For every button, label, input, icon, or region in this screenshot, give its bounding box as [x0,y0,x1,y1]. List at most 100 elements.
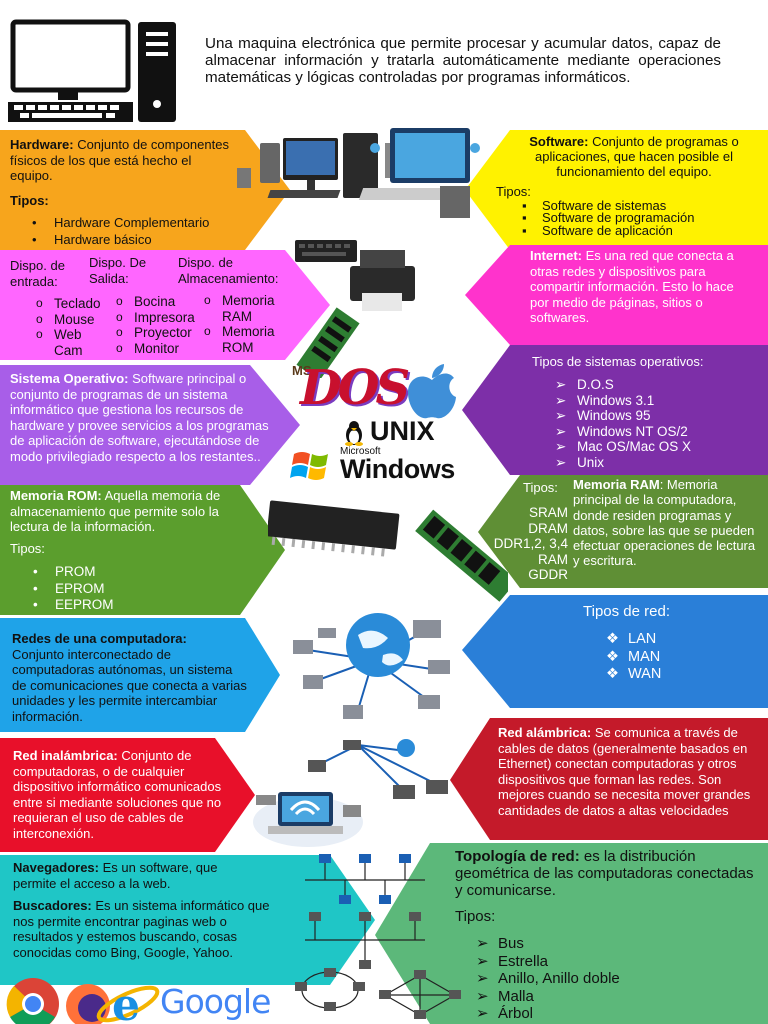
list-item: Memoria ROM [204,324,292,355]
list-item: EEPROM [33,597,175,614]
list-item: Software de aplicación [522,224,726,238]
list-item: DRAM [528,520,568,536]
list-item: Estrella [476,953,698,971]
list-item: Bocina [116,294,209,310]
hardware-tipos-list: Hardware Complementario Hardware básico [32,214,235,248]
rom-text: Aquella memoria de almacenamiento que pe… [10,488,221,534]
ram-shape [478,475,768,588]
tipos-red-list: LAN MAN WAN [606,631,728,684]
topologia-tipos-label: Tipos: [455,908,496,925]
memory-chips-image [268,500,508,602]
hardware-text: Conjunto de componentes físicos de los q… [10,137,229,183]
inalambrica-text: Conjunto de computadoras, o de cualquier… [13,748,222,841]
list-item: Monitor [116,341,209,357]
list-item: Anillo, Anillo doble [476,970,698,988]
list-item: Impresora [116,310,209,326]
list-item: Unix [555,455,747,471]
list-item: Mouse [36,312,104,328]
software-title: Software: [529,134,589,149]
list-item: EPROM [33,581,175,598]
tipos-red-title: Tipos de red: [583,603,670,620]
alambrica-shape [450,718,768,840]
topology-diagram-image [295,854,425,1011]
microsoft-logo: Microsoft [340,446,381,457]
alambrica-panel: Red alámbrica: Se comunica a través de c… [498,725,760,818]
navegadores-text: Es un software, que permite el acceso a … [13,860,218,891]
dispo-salida-list: Bocina Impresora Proyector Monitor [116,294,209,357]
list-item: Malla [476,988,698,1006]
so-text: Software principal o conjunto de program… [10,371,269,464]
software-tipos-label: Tipos: [496,184,531,199]
list-item: D.O.S [555,377,747,393]
hardware-tipos-label: Tipos: [10,192,49,208]
navegadores-shape [0,855,375,985]
chrome-icon [6,978,59,1024]
internet-explorer-icon: e [96,980,160,1024]
internet-text: Es una red que conecta a otras redes y d… [530,248,734,325]
topologia-panel: Topología de red: es la distribución geo… [455,848,755,899]
internet-title: Internet: [530,248,582,263]
buscadores-text: Es un sistema informático que nos permit… [13,898,270,960]
list-item: Hardware básico [32,231,235,248]
rom-tipos-label: Tipos: [10,541,45,556]
list-item: Windows 3.1 [555,393,747,409]
devices-image [295,240,415,378]
tipos-so-title: Tipos de sistemas operativos: [532,354,704,369]
buscadores-title: Buscadores: [13,898,92,913]
list-item: LAN [606,631,728,649]
wireless-network-image [253,739,448,847]
redes-shape [0,618,280,732]
ms-logo: MS [292,363,312,378]
dispo-almacenamiento-title: Dispo. de Almacenamiento: [178,255,279,286]
inalambrica-panel: Red inalámbrica: Conjunto de computadora… [13,748,233,841]
mesh-topology-image [379,970,461,1019]
redes-title: Redes de una computadora: [12,631,187,646]
internet-panel: Internet: Es una red que conecta a otras… [530,248,755,326]
firefox-icon [66,984,110,1024]
list-item: GDDR [528,567,568,582]
unix-logo: UNIX [370,416,435,446]
navegadores-title: Navegadores: [13,860,99,875]
topologia-tipos-list: Bus Estrella Anillo, Anillo doble Malla … [476,935,698,1023]
ram-text: : Memoria principal de la computadora, d… [573,477,756,569]
dispo-salida-title: Dispo. De Salida: [89,255,147,286]
list-item: Mac OS/Mac OS X [555,439,747,455]
list-item: Memoria RAM [204,293,292,324]
software-panel: Software: Conjunto de programas o aplica… [508,134,760,179]
inalambrica-shape [0,738,255,852]
navegadores-panel: Navegadores: Es un software, que permite… [13,860,263,891]
list-item: Software de programación [522,211,726,225]
dispo-entrada-list: Teclado Mouse Web Cam [36,296,104,358]
computer-icon [8,19,176,122]
svg-text:e: e [112,980,140,1024]
dos-logo: DOS [300,360,410,416]
rom-panel: Memoria ROM: Aquella memoria de almacena… [10,488,255,535]
list-item: Windows 95 [555,408,747,424]
list-item: Proyector [116,325,209,341]
browser-logos: e [6,978,160,1024]
so-panel: Sistema Operativo: Software principal o … [10,371,275,464]
google-logo-text: Google [160,982,271,1021]
list-item: DDR1,2, 3,4 RAM [493,536,568,567]
ram-tipos-list: SRAM DRAM DDR1,2, 3,4 RAM GDDR [478,505,568,583]
redes-text: Conjunto interconectado de computadoras … [12,646,247,724]
intro-text: Una maquina electrónica que permite proc… [205,35,721,86]
linux-tux-icon [345,421,363,446]
software-text: Conjunto de programas o aplicaciones, qu… [534,134,739,179]
so-title: Sistema Operativo: [10,371,129,386]
redes-panel: Redes de una computadora: Conjunto inter… [12,631,247,724]
internet-shape [465,245,768,345]
list-item: Hardware Complementario [32,214,235,231]
topologia-text: es la distribución geométrica de las com… [455,848,754,899]
ram-title: Memoria RAM [573,477,660,492]
dispo-almacenamiento-list: Memoria RAM Memoria ROM [204,293,292,355]
list-item: Bus [476,935,698,953]
list-item: PROM [33,564,175,581]
windows-flag-icon [290,452,328,480]
apple-logo [407,364,456,419]
list-item: Árbol [476,1005,698,1023]
hardware-title: Hardware: [10,137,74,152]
so-shape [0,365,300,485]
list-item: SRAM [528,505,568,520]
buscadores-panel: Buscadores: Es un sistema informático qu… [13,898,273,960]
